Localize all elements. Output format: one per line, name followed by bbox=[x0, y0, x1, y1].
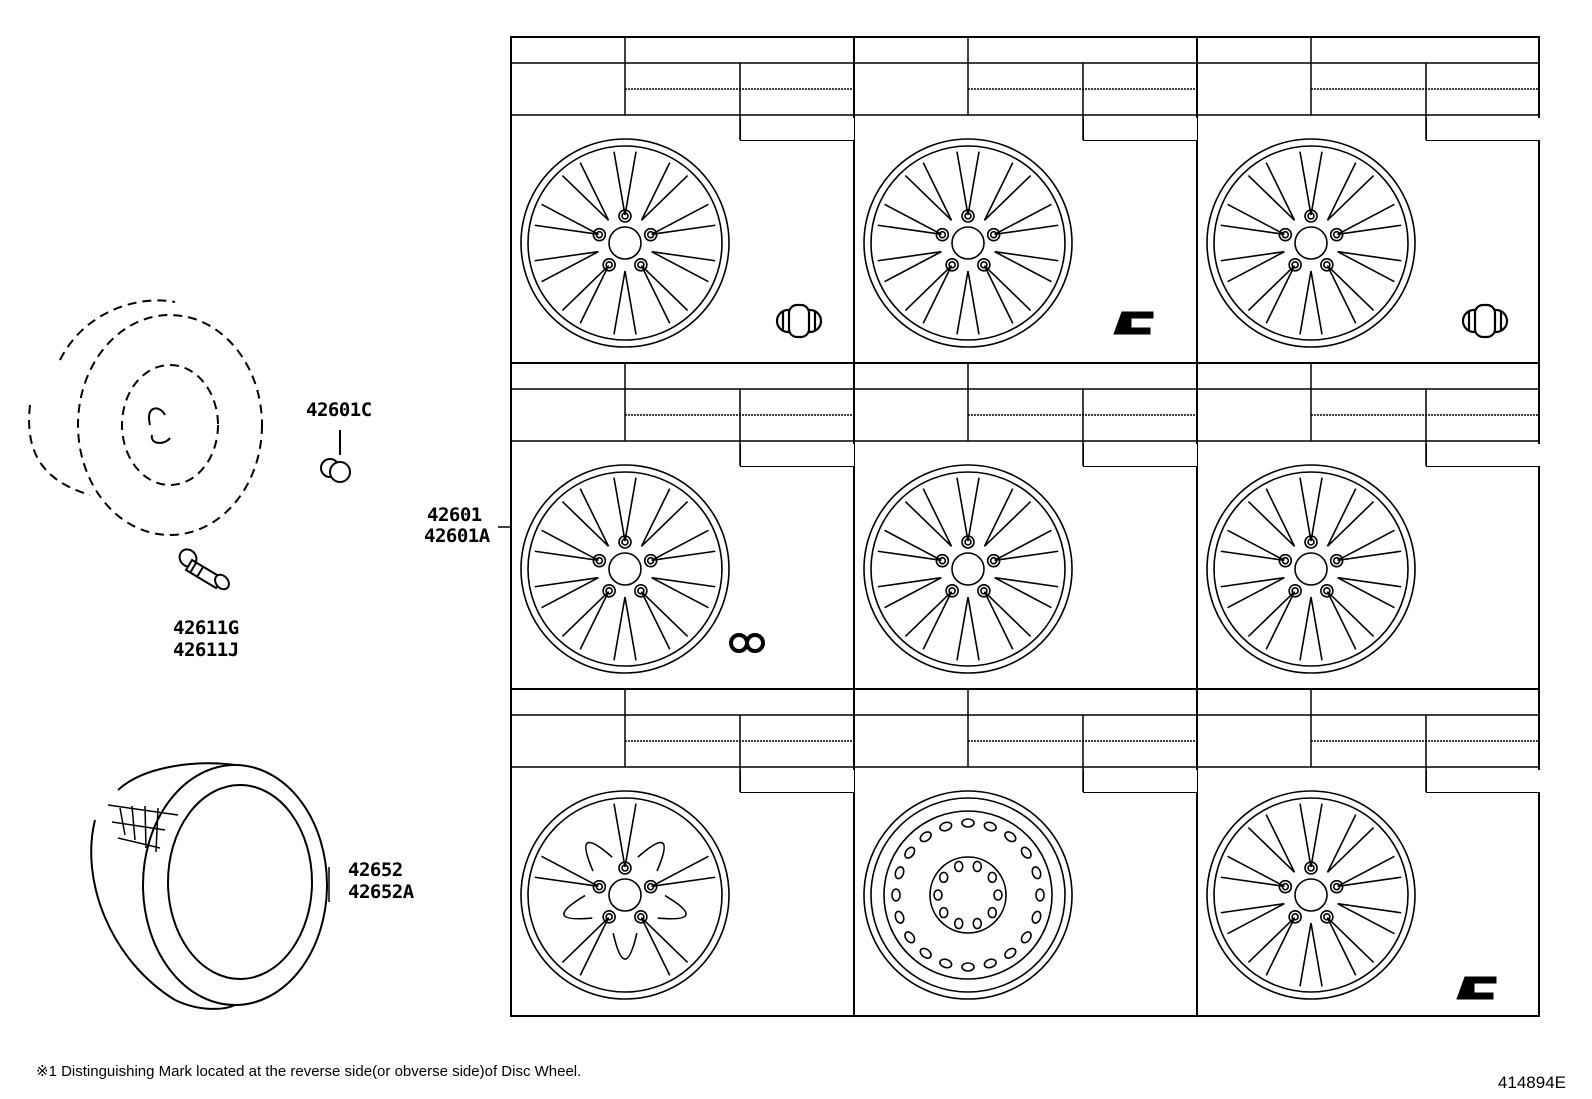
wheel-type-g-icon bbox=[520, 790, 730, 1000]
wheel-type-f-icon bbox=[1206, 464, 1416, 674]
wheel-type-a-icon bbox=[520, 138, 730, 348]
wheel-table-grid bbox=[510, 36, 1540, 1017]
part-number-wheel-1: 42601 bbox=[427, 504, 482, 526]
material-label bbox=[1083, 118, 1197, 141]
material-label bbox=[1083, 444, 1197, 467]
wheel-type-h-icon bbox=[863, 790, 1073, 1000]
spare-wheel-cover-icon bbox=[28, 299, 263, 536]
stamp-mark-icon bbox=[1456, 976, 1497, 1000]
part-number-tire-2: 42652A bbox=[348, 881, 414, 903]
material-label bbox=[740, 118, 854, 141]
material-label bbox=[1426, 444, 1540, 467]
wheel-type-e-icon bbox=[863, 464, 1073, 674]
tire-icon bbox=[90, 762, 328, 1010]
wheel-type-i-icon bbox=[1206, 790, 1416, 1000]
valve-stem-icon bbox=[178, 548, 230, 591]
valve-mark-icon bbox=[1461, 303, 1509, 339]
footnote: ※1 Distinguishing Mark located at the re… bbox=[36, 1063, 582, 1080]
drawing-id: 414894E bbox=[1497, 1073, 1566, 1092]
material-label bbox=[1083, 770, 1197, 793]
center-cap-icon bbox=[320, 430, 351, 483]
wheel-type-b-icon bbox=[863, 138, 1073, 348]
stamp-mark-icon bbox=[1113, 311, 1154, 335]
part-number-valve-2: 42611J bbox=[173, 639, 239, 661]
material-label bbox=[740, 444, 854, 467]
enkei-logo-icon bbox=[729, 633, 765, 653]
part-number-valve-1: 42611G bbox=[173, 617, 239, 639]
wheel-type-c-icon bbox=[1206, 138, 1416, 348]
part-number-center-cap: 42601C bbox=[306, 399, 372, 421]
valve-mark-icon bbox=[775, 303, 823, 339]
part-number-wheel-2: 42601A bbox=[424, 525, 490, 547]
material-label bbox=[1426, 118, 1540, 141]
material-label bbox=[1426, 770, 1540, 793]
part-number-tire-1: 42652 bbox=[348, 859, 403, 881]
material-label bbox=[740, 770, 854, 793]
wheel-type-d-icon bbox=[520, 464, 730, 674]
